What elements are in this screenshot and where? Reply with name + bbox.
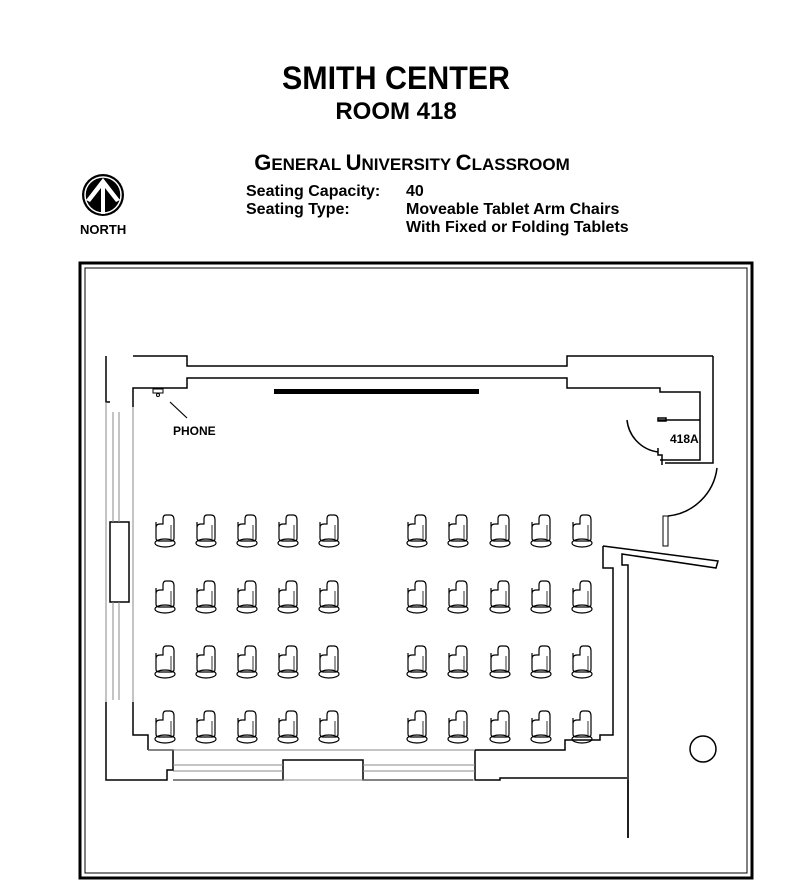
seating-type-line-1: Moveable Tablet Arm Chairs <box>406 201 620 218</box>
room-type-word-3: CLASSROOM <box>455 150 570 175</box>
windows-west <box>105 402 134 702</box>
room-type-word-2: UNIVERSITY <box>345 150 456 175</box>
seating-group-west <box>154 514 340 744</box>
seating-capacity-value: 40 <box>406 183 424 200</box>
north-label: NORTH <box>80 222 127 237</box>
whiteboard <box>274 389 479 394</box>
seating-capacity-label: Seating Capacity: <box>246 183 381 200</box>
seating-group-east <box>406 514 593 744</box>
phone-icon <box>152 388 188 419</box>
column <box>689 735 717 763</box>
phone-label: PHONE <box>173 424 216 438</box>
room-number: ROOM 418 <box>335 98 457 125</box>
north-arrow-icon <box>82 174 124 216</box>
building-title: SMITH CENTER <box>282 60 510 96</box>
room-type-heading: GENERAL UNIVERSITY CLASSROOM <box>0 150 792 176</box>
windows-south <box>148 749 475 781</box>
seating-type-line-2: With Fixed or Folding Tablets <box>406 219 629 236</box>
room-type-word-1: GENERAL <box>254 150 346 175</box>
closet-418a-label: 418A <box>670 432 699 446</box>
plan-border <box>78 261 754 880</box>
seating-type-label: Seating Type: <box>246 201 350 218</box>
